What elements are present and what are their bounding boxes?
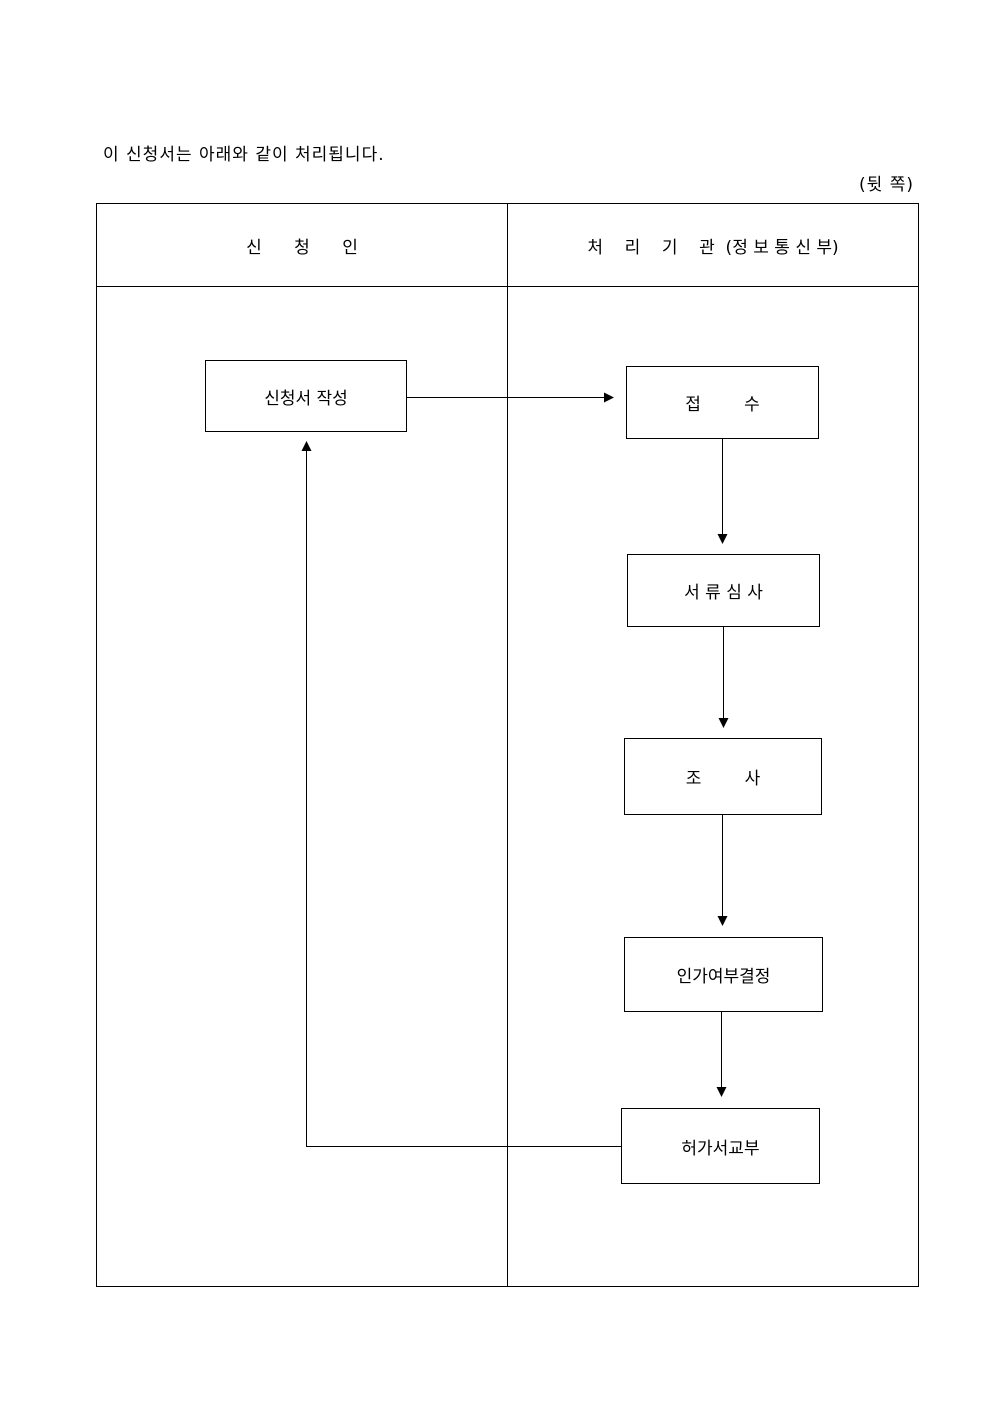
- intro-text: 이 신청서는 아래와 같이 처리됩니다.: [103, 145, 385, 165]
- box-receipt: 접 수: [626, 366, 819, 439]
- page-side-label: (뒷 쪽): [859, 175, 914, 195]
- column-header-applicant: 신 청 인: [246, 237, 358, 258]
- box-investigation: 조 사: [624, 738, 822, 815]
- column-header-agency: 처 리 기 관 (정 보 통 신 부): [587, 237, 839, 258]
- box-document-review: 서 류 심 사: [627, 554, 820, 627]
- box-write-application: 신청서 작성: [205, 360, 407, 432]
- box-approval-decision: 인가여부결정: [624, 937, 823, 1012]
- arrow-issuance-to-applicant: [301, 441, 621, 1147]
- box-permit-issuance: 허가서교부: [621, 1108, 820, 1184]
